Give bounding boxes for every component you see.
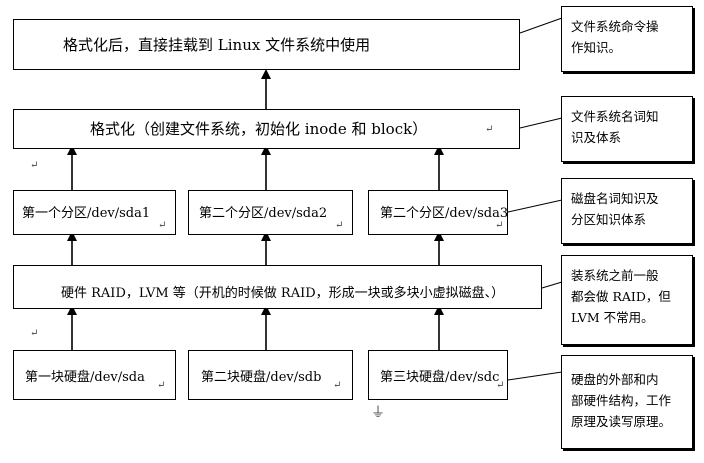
disk-box-2: 第二块硬盘/dev/sdb — [188, 350, 353, 400]
anchor-icon: ⏚ — [371, 405, 385, 421]
note5-line3: 原理及读写原理。 — [571, 414, 672, 429]
note2-line1: 文件系统名词知 — [571, 109, 659, 124]
note5-line1: 硬盘的外部和内 — [571, 372, 659, 387]
partition-box-3: 第二个分区/dev/sda3 — [368, 190, 508, 235]
connector-note4 — [541, 281, 563, 289]
note4-line1: 装系统之前一般 — [571, 268, 659, 283]
paragraph-mark: ↵ — [30, 328, 39, 339]
disk-label-2: 第二块硬盘/dev/sdb — [201, 370, 322, 385]
disk-label-3: 第三块硬盘/dev/sdc — [380, 370, 500, 385]
partition-label-2: 第二个分区/dev/sda2 — [199, 206, 328, 221]
mount-label: 格式化后，直接挂载到 Linux 文件系统中使用 — [63, 36, 371, 54]
note3-line2: 分区知识体系 — [571, 212, 647, 227]
partition-label-3: 第二个分区/dev/sda3 — [380, 206, 509, 221]
note4-line2: 都会做 RAID，但 — [571, 289, 671, 304]
partition-box-1: 第一个分区/dev/sda1 — [13, 190, 176, 235]
note5-line2: 部硬件结构，工作 — [571, 393, 672, 408]
paragraph-mark: ↵ — [30, 160, 39, 171]
disk-label-1: 第一块硬盘/dev/sda — [25, 370, 145, 385]
format-label: 格式化（创建文件系统，初始化 inode 和 block） — [90, 120, 428, 138]
note-raid-lvm: 装系统之前一般 都会做 RAID，但 LVM 不常用。 — [561, 255, 693, 345]
paragraph-mark: ↵ — [485, 124, 494, 135]
note4-line3: LVM 不常用。 — [571, 310, 654, 325]
note2-line2: 识及体系 — [571, 130, 622, 145]
note-filesystem-terms: 文件系统名词知 识及体系 — [561, 96, 693, 162]
paragraph-mark: ↵ — [496, 380, 505, 391]
connector-note2 — [519, 117, 563, 129]
connector-note3 — [507, 199, 563, 213]
note3-line1: 磁盘名词知识及 — [571, 191, 659, 206]
partition-box-2: 第二个分区/dev/sda2 — [188, 190, 353, 235]
paragraph-mark: ↵ — [158, 220, 167, 231]
note-command-knowledge: 文件系统命令操 作知识。 — [561, 6, 693, 72]
paragraph-mark: ↵ — [495, 220, 504, 231]
raid-box: 硬件 RAID，LVM 等（开机的时候做 RAID，形成一块或多块小虚拟磁盘、） — [13, 265, 542, 309]
paragraph-mark: ↵ — [157, 380, 166, 391]
note1-line1: 文件系统命令操 — [571, 19, 659, 34]
mount-box: 格式化后，直接挂载到 Linux 文件系统中使用 — [13, 19, 520, 70]
format-box: 格式化（创建文件系统，初始化 inode 和 block） — [13, 109, 520, 149]
connector-note5 — [507, 371, 563, 381]
connector-note1 — [519, 17, 563, 34]
note-disk-partition-terms: 磁盘名词知识及 分区知识体系 — [561, 178, 693, 244]
note-disk-hardware: 硬盘的外部和内 部硬件结构，工作 原理及读写原理。 — [561, 355, 693, 449]
disk-box-1: 第一块硬盘/dev/sda — [13, 350, 176, 400]
partition-label-1: 第一个分区/dev/sda1 — [22, 206, 151, 221]
paragraph-mark: ↵ — [333, 380, 342, 391]
disk-box-3: 第三块硬盘/dev/sdc — [368, 350, 508, 400]
raid-label: 硬件 RAID，LVM 等（开机的时候做 RAID，形成一块或多块小虚拟磁盘、） — [61, 286, 505, 301]
note1-line2: 作知识。 — [571, 40, 622, 55]
paragraph-mark: ↵ — [335, 220, 344, 231]
